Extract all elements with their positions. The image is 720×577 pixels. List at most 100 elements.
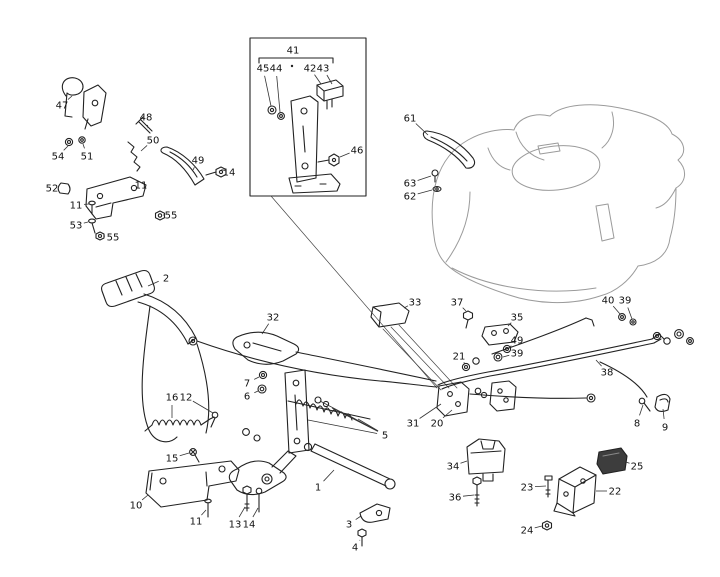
leader-line xyxy=(417,189,433,195)
bolts-13-14-11 xyxy=(204,485,263,518)
leader-line xyxy=(192,400,214,414)
part-label: 39 xyxy=(511,349,524,360)
part-label: 50 xyxy=(147,136,160,147)
leader-line xyxy=(179,452,190,457)
part-label: 24 xyxy=(521,526,534,537)
inset-detail-box xyxy=(249,37,367,197)
fasteners-11-53-55 xyxy=(88,200,166,241)
leader-line xyxy=(534,485,547,487)
leader-line xyxy=(276,75,281,113)
leader-line xyxy=(415,123,429,136)
leader-lines-layer xyxy=(63,74,665,541)
leader-dot xyxy=(290,64,294,68)
part-label: 2 xyxy=(163,274,169,285)
part-label: 13 xyxy=(229,520,242,531)
part-22-bracket xyxy=(553,466,597,517)
leader-line xyxy=(463,362,466,365)
leader-line xyxy=(502,354,510,358)
leader-line xyxy=(403,305,409,309)
part-label: 32 xyxy=(267,313,280,324)
part-33-bracket xyxy=(370,302,458,391)
part-label: 51 xyxy=(81,152,94,163)
leader-line xyxy=(67,95,73,100)
part-label: 14 xyxy=(243,520,256,531)
connector-42-43 xyxy=(316,79,344,102)
part-label: 25 xyxy=(631,462,644,473)
lower-lever xyxy=(228,450,297,496)
part-37-bolt xyxy=(462,310,474,329)
part-label: 4 xyxy=(352,543,358,554)
leader-line xyxy=(612,305,621,315)
part-label: 6 xyxy=(244,392,250,403)
leader-line xyxy=(83,221,89,224)
leader-line xyxy=(254,390,259,394)
part-label: 12 xyxy=(180,393,193,404)
leader-line xyxy=(339,152,350,158)
part-label: 47 xyxy=(56,101,69,112)
part-14-bolt-top xyxy=(205,166,227,178)
part-10-bracket xyxy=(145,460,240,508)
leader-line xyxy=(252,507,259,518)
leader-line xyxy=(417,175,432,181)
label-bracket-41 xyxy=(258,57,334,64)
leader-line xyxy=(63,145,69,151)
body-shell-outline xyxy=(431,104,685,303)
leader-line xyxy=(238,506,246,518)
leader-line xyxy=(221,169,227,172)
leader-line xyxy=(639,404,644,416)
washer-44 xyxy=(277,112,285,120)
part-label: 14 xyxy=(223,168,236,179)
part-16-spring xyxy=(144,416,215,432)
part-label: 11 xyxy=(190,517,203,528)
leader-line xyxy=(192,167,195,171)
part-label: 43 xyxy=(317,64,330,75)
part-label: 53 xyxy=(70,221,83,232)
parts-8-9 xyxy=(638,393,671,413)
part-label: 37 xyxy=(451,298,464,309)
part-label: 52 xyxy=(46,184,59,195)
leader-line xyxy=(140,145,148,152)
leader-line xyxy=(357,418,379,432)
part-38-rods xyxy=(196,317,665,403)
part-label: 11 xyxy=(70,201,83,212)
washers-40-39 xyxy=(618,313,637,326)
leader-line xyxy=(662,408,665,420)
leader-line xyxy=(355,515,362,520)
leader-line xyxy=(627,307,633,320)
right-end-washers xyxy=(652,329,694,345)
part-label: 23 xyxy=(521,483,534,494)
leader-line xyxy=(307,419,378,434)
part-label: 7 xyxy=(244,379,250,390)
leader-line xyxy=(147,124,149,129)
part-24-nut xyxy=(541,520,553,531)
part-label: 55 xyxy=(165,211,178,222)
leader-line xyxy=(625,461,630,464)
part-label: 41 xyxy=(287,46,300,57)
washers-7-6 xyxy=(257,370,268,394)
part-52-clip xyxy=(57,182,71,195)
washers-21 xyxy=(461,357,480,372)
inset-leader-line xyxy=(270,195,438,389)
part-50-spring xyxy=(127,141,141,172)
pivot-plate xyxy=(290,95,319,183)
part-label: 45 xyxy=(257,64,270,75)
fasteners-62-63 xyxy=(431,169,442,192)
leader-line xyxy=(507,322,512,327)
washer-45 xyxy=(267,105,277,115)
part-label: 10 xyxy=(130,501,143,512)
bolt-46 xyxy=(328,153,340,167)
part-label: 63 xyxy=(404,179,417,190)
washers-49-39 xyxy=(493,344,512,362)
part-label: 8 xyxy=(634,419,640,430)
leader-line xyxy=(419,403,442,419)
part-11-bracket-top xyxy=(85,176,147,220)
leader-line xyxy=(345,413,379,432)
leader-line xyxy=(254,376,260,380)
washers-54-51 xyxy=(64,136,86,147)
part-label: 33 xyxy=(409,298,422,309)
part-label: 31 xyxy=(407,419,420,430)
part-label: 55 xyxy=(107,233,120,244)
part-label: 3 xyxy=(346,520,352,531)
